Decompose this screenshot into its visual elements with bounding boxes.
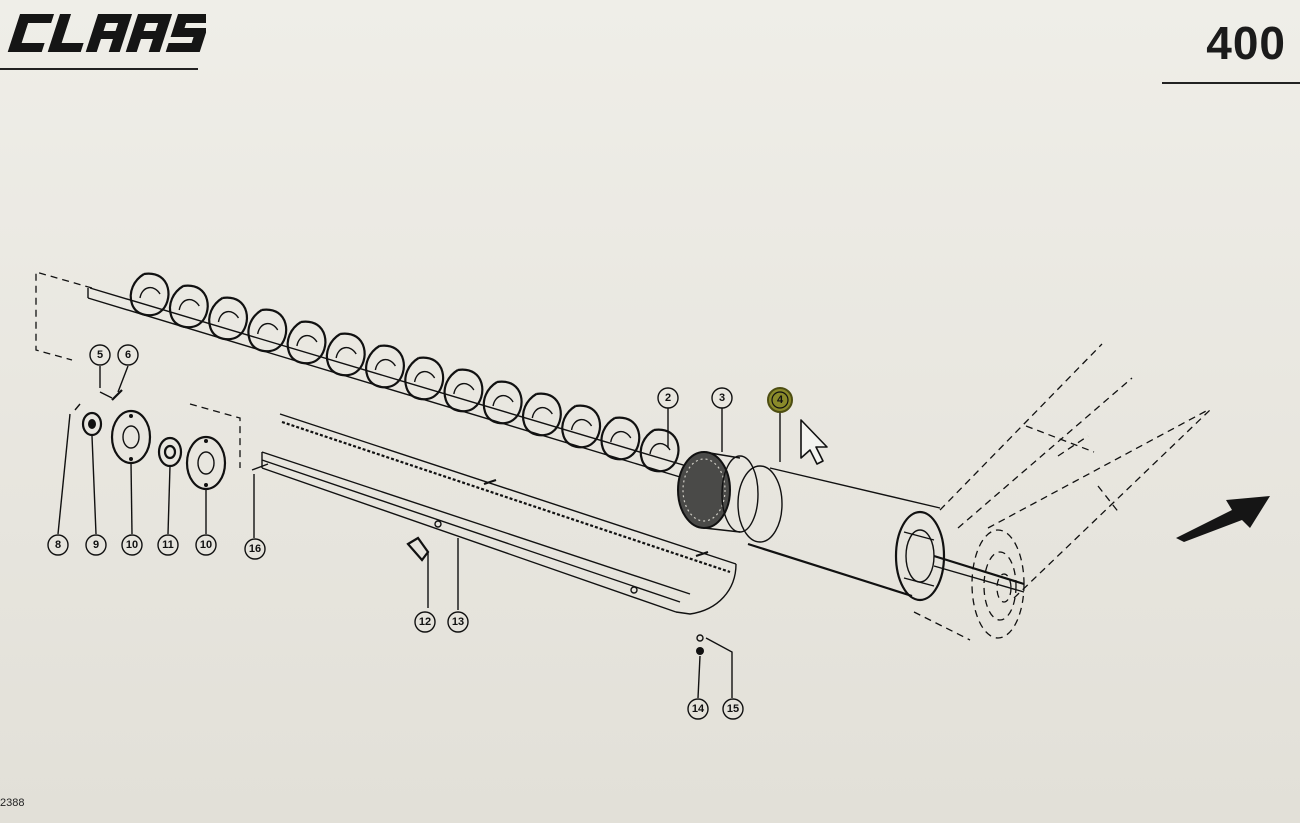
auger-flight: [443, 368, 484, 413]
header-rule-left: [0, 68, 198, 70]
auger-flight-inner-edge: [610, 431, 632, 443]
auger-flight-inner-edge: [374, 359, 396, 371]
svg-text:9: 9: [93, 539, 99, 551]
bearing-nut-core: [88, 419, 96, 429]
drive-cylinder: [737, 465, 1025, 602]
callout-10-right: 10: [195, 534, 217, 556]
callout-2: 2: [657, 387, 679, 409]
svg-text:2: 2: [665, 392, 671, 404]
bearing-assembly: [74, 389, 269, 491]
arrow-cursor-icon: [800, 419, 828, 465]
callout-markers: 2 3 4 5 6 8: [47, 344, 793, 720]
svg-text:15: 15: [727, 703, 739, 715]
svg-text:13: 13: [452, 616, 464, 628]
flange-plate-left: [110, 409, 152, 465]
auger-flight-inner-edge: [217, 311, 240, 323]
svg-text:12: 12: [419, 616, 431, 628]
auger-flight-inner-edge: [531, 407, 553, 419]
callout-4: 4: [767, 387, 793, 413]
auger-flight: [247, 308, 288, 353]
svg-text:3: 3: [719, 392, 725, 404]
auger-trough: [261, 413, 737, 615]
callout-6: 6: [117, 344, 139, 366]
svg-text:4: 4: [777, 394, 784, 406]
leader-lines: [57, 365, 781, 699]
auger-flight: [404, 356, 445, 401]
callout-14: 14: [687, 698, 709, 720]
callout-5: 5: [89, 344, 111, 366]
svg-text:6: 6: [125, 349, 131, 361]
arrow-right-icon: [1176, 496, 1270, 542]
auger-flight: [639, 428, 680, 473]
callout-13: 13: [447, 611, 469, 633]
auger-flights: [129, 272, 680, 473]
callout-12: 12: [414, 611, 436, 633]
auger-flight-inner-edge: [296, 335, 318, 347]
drawing-code: 2388: [0, 797, 25, 809]
dashed-drum-outline: [913, 343, 1211, 641]
auger-flight: [168, 284, 209, 329]
callout-10-left: 10: [121, 534, 143, 556]
callout-8: 8: [47, 534, 69, 556]
callout-9: 9: [85, 534, 107, 556]
callout-16: 16: [244, 538, 266, 560]
auger-flight: [129, 272, 170, 317]
clip-part: [406, 536, 430, 608]
auger-flight: [208, 296, 248, 341]
svg-text:11: 11: [162, 539, 174, 551]
auger-flight: [325, 332, 366, 377]
svg-text:5: 5: [97, 349, 103, 361]
svg-text:14: 14: [692, 703, 705, 715]
svg-text:10: 10: [126, 539, 138, 551]
page-number: 400: [1206, 17, 1286, 69]
dashed-bracket-left: [35, 271, 93, 361]
dashed-bracket-bearing: [189, 403, 241, 468]
auger-flight-inner-edge: [335, 347, 357, 359]
claas-logo-icon: [7, 14, 206, 52]
auger-flight-inner-edge: [178, 299, 200, 311]
auger-flight-inner-edge: [453, 383, 475, 395]
auger-flight: [286, 320, 327, 365]
auger-flight-inner-edge: [139, 287, 161, 299]
auger-flight-inner-edge: [570, 419, 593, 431]
auger-flight-inner-edge: [257, 323, 279, 335]
flange-plate-right: [185, 435, 227, 491]
auger-flight: [561, 404, 601, 449]
auger-flight: [365, 344, 405, 389]
header-rule-right: [1162, 82, 1300, 84]
auger-flight-inner-edge: [413, 371, 436, 383]
auger-flight: [600, 416, 641, 461]
auger-flight-inner-edge: [492, 395, 514, 407]
svg-text:16: 16: [249, 543, 261, 555]
knurled-collar: [677, 451, 759, 533]
auger-flight: [521, 392, 562, 437]
bolt-washer: [696, 634, 704, 655]
auger-flight: [482, 380, 523, 425]
callout-3: 3: [711, 387, 733, 409]
svg-text:8: 8: [55, 539, 61, 551]
bearing-nut: [81, 411, 103, 437]
svg-text:10: 10: [200, 539, 212, 551]
callout-11: 11: [157, 534, 179, 556]
callout-15: 15: [722, 698, 744, 720]
bearing-ring: [157, 436, 183, 468]
auger-flight-inner-edge: [649, 443, 671, 455]
brand-logo: [6, 8, 206, 58]
